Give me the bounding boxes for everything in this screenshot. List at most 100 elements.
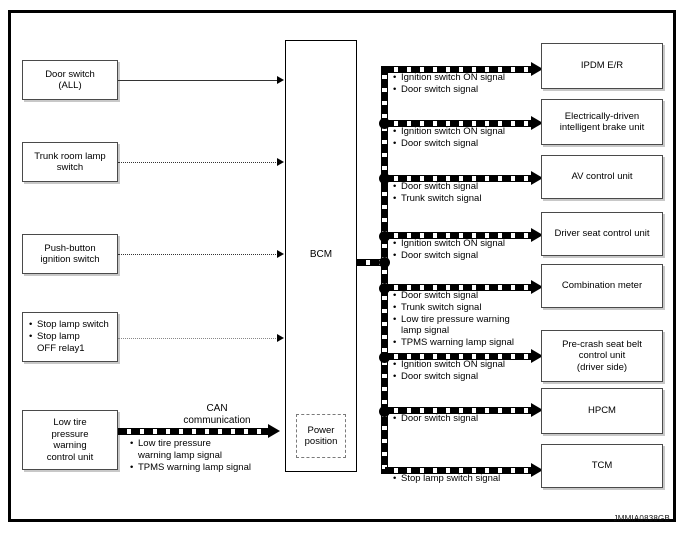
connector-trunk-room-lamp-switch — [118, 162, 278, 163]
signal-cm-3-cont: lamp signal — [401, 325, 450, 337]
power-position-line1: Power — [307, 424, 335, 436]
can-branch-arrow-driver-seat-control-unit — [531, 228, 543, 242]
push-button-ignition-switch-line2: ignition switch — [40, 254, 100, 265]
signal-av-2: Trunk switch signal — [393, 193, 481, 205]
signal-ipdm-er-2: Door switch signal — [393, 84, 505, 96]
bus-junction-dot-4 — [379, 257, 390, 268]
arrowhead-door-switch — [277, 76, 284, 84]
connector-door-switch — [118, 80, 278, 81]
arrowhead-trunk-room-lamp-switch — [277, 158, 284, 166]
can-branch-arrow-combination-meter — [531, 280, 543, 294]
bus-junction-dot-5 — [379, 283, 390, 294]
pcsb-label-line1: Pre-crash seat belt — [562, 338, 642, 350]
can-branch-arrow-edib — [531, 116, 543, 130]
stop-lamp-bullet-1: Stop lamp switch — [29, 319, 117, 331]
input-box-push-button-ignition-switch: Push-button ignition switch — [22, 234, 118, 274]
signal-list-pre-crash-seat-belt: Ignition switch ON signal Door switch si… — [393, 359, 505, 383]
hpcm-label: HPCM — [588, 405, 616, 417]
signal-cm-3: Low tire pressure warning — [393, 314, 514, 326]
signal-pcsb-1: Ignition switch ON signal — [393, 359, 505, 371]
can-branch-arrow-pre-crash-seat-belt — [531, 349, 543, 363]
signal-list-av-control-unit: Door switch signal Trunk switch signal — [393, 181, 481, 205]
output-box-combination-meter: Combination meter — [541, 264, 663, 308]
input-box-trunk-room-lamp-switch: Trunk room lamp switch — [22, 142, 118, 182]
bcm-label: BCM — [309, 249, 333, 260]
signal-cm-2: Trunk switch signal — [393, 302, 514, 314]
push-button-ignition-switch-line1: Push-button — [44, 242, 96, 254]
can-input-signal-1-cont: warning lamp signal — [138, 449, 222, 461]
can-input-signal-1: Low tire pressure — [130, 438, 251, 450]
output-box-pre-crash-seat-belt-control-unit: Pre-crash seat belt control unit (driver… — [541, 330, 663, 382]
figure-id-caption: JMMIA0838GB — [613, 514, 670, 523]
ltpwcu-line3: warning — [53, 440, 87, 451]
trunk-room-lamp-switch-line1: Trunk room lamp — [34, 150, 106, 162]
signal-list-edib: Ignition switch ON signal Door switch si… — [393, 126, 505, 150]
signal-edib-2: Door switch signal — [393, 138, 505, 150]
bus-junction-dot-6 — [379, 352, 390, 363]
ltpwcu-line4: control unit — [46, 451, 94, 463]
output-box-av-control-unit: AV control unit — [541, 155, 663, 199]
connector-push-button-ignition-switch — [118, 254, 278, 255]
can-bus-input-arrow — [268, 424, 280, 438]
pcsb-label-line3: (driver side) — [576, 361, 628, 373]
output-box-tcm: TCM — [541, 444, 663, 488]
can-label-line1: CAN — [206, 403, 228, 414]
edib-label-line1: Electrically-driven — [564, 110, 640, 122]
output-box-ipdm-er: IPDM E/R — [541, 43, 663, 89]
edib-label-line2: intelligent brake unit — [559, 122, 645, 133]
power-position-box: Power position — [296, 414, 346, 458]
bus-junction-dot-7 — [379, 406, 390, 417]
signal-list-driver-seat-control-unit: Ignition switch ON signal Door switch si… — [393, 238, 505, 262]
door-switch-line2: (ALL) — [58, 80, 82, 91]
can-input-signal-2: TPMS warning lamp signal — [130, 462, 251, 474]
signal-pcsb-2: Door switch signal — [393, 371, 505, 383]
driver-seat-control-unit-label: Driver seat control unit — [554, 228, 650, 240]
stop-lamp-bullet-2-cont: OFF relay1 — [37, 342, 85, 354]
bcm-box — [285, 40, 357, 472]
can-branch-arrow-av-control-unit — [531, 171, 543, 185]
output-box-electrically-driven-intelligent-brake-unit: Electrically-driven intelligent brake un… — [541, 99, 663, 145]
bus-junction-dot-2 — [379, 173, 390, 184]
trunk-room-lamp-switch-line2: switch — [56, 162, 84, 173]
bus-junction-dot-3 — [379, 231, 390, 242]
signal-list-tcm: Stop lamp switch signal — [393, 473, 500, 485]
signal-cm-1: Door switch signal — [393, 290, 514, 302]
ipdm-er-label: IPDM E/R — [580, 60, 624, 72]
ltpwcu-line1: Low tire — [53, 417, 87, 428]
signal-dscu-1: Ignition switch ON signal — [393, 238, 505, 250]
power-position-line2: position — [304, 436, 338, 447]
signal-edib-1: Ignition switch ON signal — [393, 126, 505, 138]
input-box-stop-lamp-switch-relay: Stop lamp switch Stop lamp OFF relay1 — [22, 312, 118, 362]
signal-av-1: Door switch signal — [393, 181, 481, 193]
can-branch-arrow-ipdm-er — [531, 62, 543, 76]
signal-dscu-2: Door switch signal — [393, 250, 505, 262]
signal-cm-4: TPMS warning lamp signal — [393, 337, 514, 349]
can-communication-label: CAN communication — [157, 403, 277, 427]
connector-stop-lamp-switch-relay — [118, 338, 278, 339]
output-box-driver-seat-control-unit: Driver seat control unit — [541, 212, 663, 256]
can-label-line2: communication — [183, 415, 251, 426]
door-switch-line1: Door switch — [45, 68, 95, 80]
output-box-hpcm: HPCM — [541, 388, 663, 434]
arrowhead-stop-lamp-switch-relay — [277, 334, 284, 342]
signal-list-combination-meter: Door switch signal Trunk switch signal L… — [393, 290, 514, 349]
bus-junction-dot-1 — [379, 118, 390, 129]
signal-list-hpcm: Door switch signal — [393, 413, 478, 425]
stop-lamp-bullet-2: Stop lamp — [29, 331, 117, 343]
combination-meter-label: Combination meter — [561, 280, 643, 292]
signal-tcm-1: Stop lamp switch signal — [393, 473, 500, 485]
can-branch-arrow-tcm — [531, 463, 543, 477]
diagram-frame — [8, 10, 676, 522]
can-branch-arrow-hpcm — [531, 403, 543, 417]
input-box-low-tire-pressure-warning-control-unit: Low tire pressure warning control unit — [22, 410, 118, 470]
av-control-unit-label: AV control unit — [571, 171, 633, 183]
can-bus-vertical — [381, 66, 388, 474]
input-box-door-switch: Door switch (ALL) — [22, 60, 118, 100]
can-bus-stub — [357, 259, 385, 266]
can-input-signal-list: Low tire pressure warning lamp signal TP… — [130, 438, 251, 473]
signal-list-ipdm-er: Ignition switch ON signal Door switch si… — [393, 72, 505, 96]
tcm-label: TCM — [591, 460, 613, 472]
signal-ipdm-er-1: Ignition switch ON signal — [393, 72, 505, 84]
ltpwcu-line2: pressure — [51, 428, 89, 440]
